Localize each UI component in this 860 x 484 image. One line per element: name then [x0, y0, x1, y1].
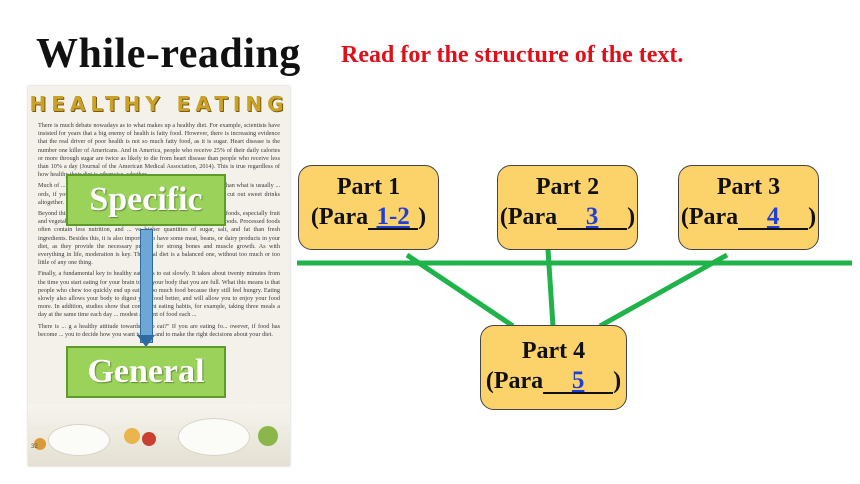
para-suffix: ) [808, 204, 817, 230]
para-prefix: (Para [310, 204, 369, 230]
general-label-text: General [87, 353, 205, 390]
specific-label: Specific [66, 174, 226, 226]
part-4-box: Part 4 (Para 5) [480, 325, 627, 410]
arrow-head-icon [137, 335, 155, 347]
part-title: Part 3 [716, 174, 781, 200]
page-number: 32 [31, 444, 38, 450]
connector-part1 [405, 252, 515, 329]
para-prefix: (Para [499, 204, 558, 230]
para-suffix: ) [627, 204, 636, 230]
answer-blank: 4 [738, 202, 809, 230]
part-1-box: Part 1 (Para 1-2) [298, 165, 439, 250]
article-body: There is much debate nowadays as to what… [38, 122, 280, 432]
para-prefix: (Para [485, 368, 544, 394]
answer: 3 [585, 203, 599, 230]
answer: 4 [766, 203, 780, 230]
part-title: Part 4 [521, 338, 586, 364]
answer-blank: 5 [543, 366, 614, 394]
answer-blank: 3 [557, 202, 628, 230]
part-title: Part 2 [535, 174, 600, 200]
article-paragraph: Finally, a fundamental key to healthy ea… [38, 270, 280, 319]
para-suffix: ) [418, 204, 427, 230]
part-3-box: Part 3 (Para 4) [678, 165, 819, 250]
para-suffix: ) [613, 368, 622, 394]
para-prefix: (Para [680, 204, 739, 230]
part-2-box: Part 2 (Para 3) [497, 165, 638, 250]
connector-part2 [545, 249, 556, 327]
specific-label-text: Specific [89, 181, 203, 218]
page-subtitle: Read for the structure of the text. [341, 42, 684, 68]
article-paragraph: There is ... g a healthy attitude toward… [38, 322, 280, 338]
answer: 1-2 [376, 203, 410, 230]
connector-part3 [598, 252, 729, 329]
page-title: While-reading [36, 31, 301, 77]
general-label: General [66, 346, 226, 398]
article-page: HEALTHY EATING There is much debate nowa… [28, 86, 290, 466]
answer: 5 [571, 367, 585, 394]
food-photo [28, 404, 290, 466]
part-title: Part 1 [336, 174, 401, 200]
article-title: HEALTHY EATING [29, 92, 289, 116]
answer-blank: 1-2 [368, 202, 419, 230]
